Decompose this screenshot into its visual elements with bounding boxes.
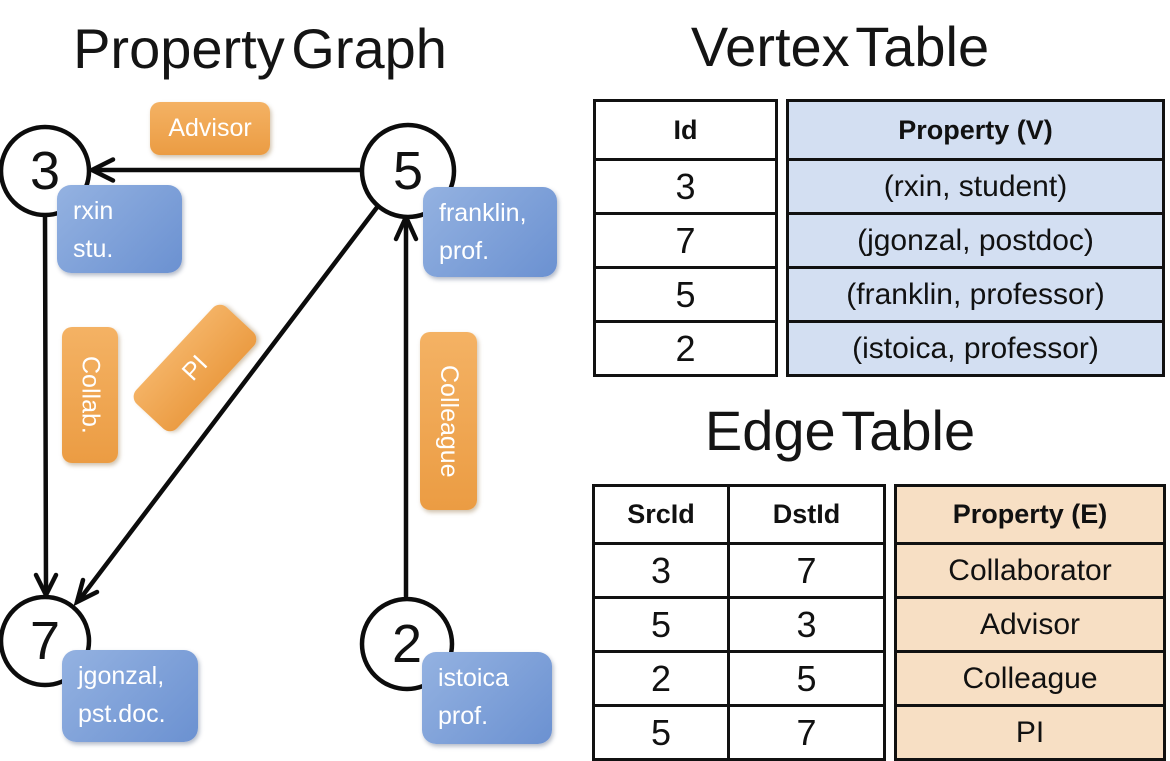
vertex-id-cell: 5: [596, 266, 775, 320]
vertex-table-column-gap: [778, 99, 786, 377]
node-5-id: 5: [392, 141, 424, 201]
edge-table-column-gap: [886, 484, 894, 761]
edge-2-to-5-arrow: [393, 211, 419, 599]
vertex-property-column: Property (V) (rxin, student) (jgonzal, p…: [786, 99, 1165, 377]
property-line: prof.: [439, 236, 490, 265]
vertex-id-cell: 3: [596, 158, 775, 212]
edge-dstid-cell: 7: [727, 542, 883, 596]
edge-srcid-cell: 2: [595, 650, 727, 704]
vertex-id-cell: 7: [596, 212, 775, 266]
property-line: pst.doc.: [78, 699, 166, 728]
edge-dstid-header: DstId: [727, 487, 883, 542]
edge-srcid-cell: 3: [595, 542, 727, 596]
edge-property-cell: Collaborator: [897, 542, 1163, 596]
edge-property-cell: Colleague: [897, 650, 1163, 704]
edge-table: SrcId DstId 3 7 5 3 2 5 5 7 Property (E)…: [592, 484, 1166, 761]
vertex-id-cell: 2: [596, 320, 775, 374]
vertex-table-title: Vertex Table: [690, 15, 990, 78]
edge-label-advisor: Advisor: [150, 102, 270, 155]
node-3-id: 3: [29, 141, 61, 201]
edge-table-title: Edge Table: [704, 399, 976, 462]
edge-srcid-cell: 5: [595, 704, 727, 758]
property-line: istoica: [438, 664, 509, 692]
edge-5-to-7-arrow: [73, 203, 381, 607]
node-3-property-box: rxin stu.: [57, 185, 182, 273]
node-7-id: 7: [29, 611, 61, 671]
node-5-property-box: franklin, prof.: [423, 187, 557, 277]
edge-property-column: Property (E) Collaborator Advisor Collea…: [894, 484, 1166, 761]
edge-srcid-header: SrcId: [627, 499, 695, 529]
edge-dstid-cell: 7: [727, 704, 883, 758]
edge-3-to-7-arrow: [33, 211, 59, 601]
edge-5-to-3-arrow: [86, 157, 365, 183]
vertex-id-column: Id 3 7 5 2: [593, 99, 778, 377]
vertex-property-cell: (franklin, professor): [789, 266, 1162, 320]
property-line: prof.: [438, 701, 489, 730]
edge-dstid-cell: 5: [727, 650, 883, 704]
node-7-property-box: jgonzal, pst.doc.: [62, 650, 198, 742]
vertex-property-header: Property (V): [898, 114, 1053, 145]
vertex-property-cell: (istoica, professor): [789, 320, 1162, 374]
edge-label-collab: Collab.: [62, 327, 118, 463]
property-graph-title: Property Graph: [73, 17, 447, 80]
vertex-property-cell: (jgonzal, postdoc): [789, 212, 1162, 266]
edge-src-dst-columns: SrcId DstId 3 7 5 3 2 5 5 7: [592, 484, 886, 761]
vertex-property-cell: (rxin, student): [789, 158, 1162, 212]
edge-property-header: Property (E): [952, 499, 1108, 529]
vertex-table: Id 3 7 5 2 Property (V) (rxin, student) …: [593, 99, 1165, 377]
property-line: stu.: [73, 234, 114, 263]
node-2-property-box: istoica prof.: [422, 652, 552, 744]
edge-label-colleague: Colleague: [420, 332, 477, 510]
edge-property-cell: PI: [897, 704, 1163, 758]
node-2-id: 2: [391, 614, 423, 674]
edge-property-cell: Advisor: [897, 596, 1163, 650]
property-line: jgonzal,: [78, 662, 165, 690]
vertex-id-header: Id: [673, 114, 698, 145]
property-line: rxin: [73, 197, 114, 225]
property-line: franklin,: [439, 199, 527, 227]
edge-srcid-cell: 5: [595, 596, 727, 650]
edge-dstid-cell: 3: [727, 596, 883, 650]
